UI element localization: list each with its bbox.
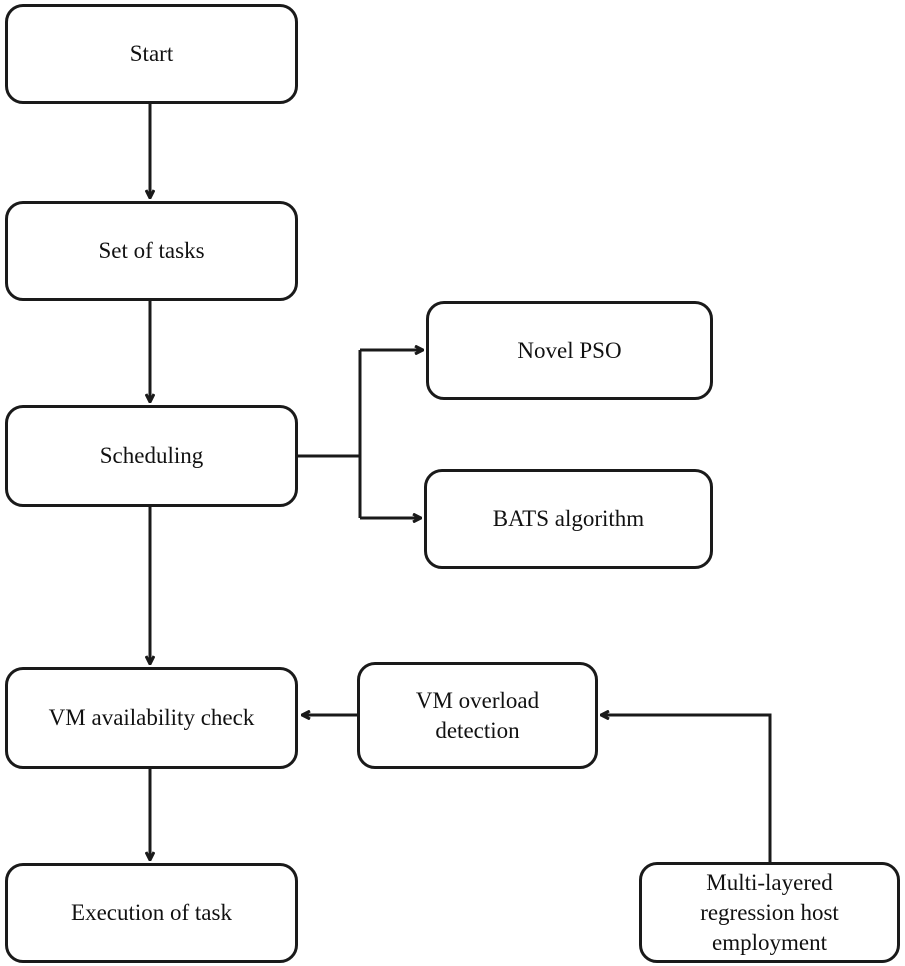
- node-bats-algorithm-label: BATS algorithm: [492, 506, 645, 531]
- node-execution-of-task: Execution of task: [5, 863, 298, 963]
- node-set-of-tasks-label: Set of tasks: [98, 238, 205, 263]
- node-novel-pso-label: Novel PSO: [517, 337, 622, 363]
- node-set-of-tasks: Set of tasks: [5, 201, 298, 301]
- node-vm-availability-check: VM availability check: [5, 667, 298, 769]
- node-scheduling-label: Scheduling: [99, 443, 204, 468]
- node-multi-layered-regression: Multi-layered regression host employment: [639, 862, 900, 963]
- edge-multi-layered-to-overload: [601, 715, 772, 864]
- node-scheduling: Scheduling: [5, 405, 298, 507]
- node-start: Start: [5, 4, 298, 104]
- node-execution-of-task-label: Execution of task: [71, 900, 232, 925]
- node-vm-availability-check-label: VM availability check: [48, 705, 255, 730]
- node-bats-algorithm: BATS algorithm: [424, 469, 713, 569]
- node-vm-overload-detection: VM overload detection: [357, 662, 598, 769]
- node-novel-pso: Novel PSO: [426, 301, 713, 400]
- node-multi-layered-regression-label: Multi-layered regression host employment: [700, 869, 839, 955]
- node-vm-overload-detection-label: VM overload detection: [415, 687, 540, 743]
- node-start-label: Start: [129, 41, 174, 66]
